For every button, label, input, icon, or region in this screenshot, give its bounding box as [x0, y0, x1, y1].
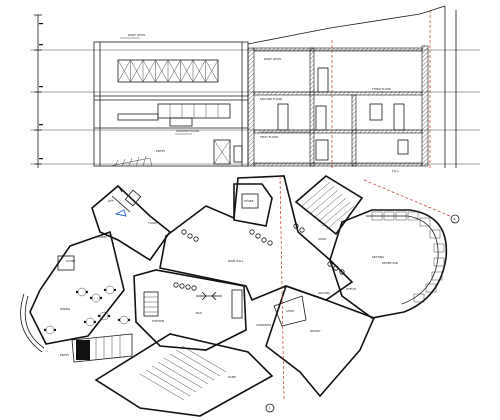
label-entry-section: ENTRY [156, 149, 165, 153]
label-fgl: F.G.L. [392, 169, 400, 173]
grid-markers: A B [265, 175, 460, 413]
label-lobby: LOBBY [98, 235, 107, 239]
right-curved-wing: SEATING RECEPTION OFFICE [329, 209, 448, 319]
grid-marker-a [265, 403, 275, 413]
label-ramp: RAMP [228, 375, 236, 379]
store-box: STORE [233, 183, 273, 227]
label-kitchen: KITCHEN [152, 319, 164, 323]
label-floor-2: SECOND FLOOR [260, 97, 282, 101]
bar-stools [173, 282, 197, 291]
label-floor-3: THIRD FLOOR [371, 87, 391, 91]
ground-entrance: ENTRY [109, 139, 243, 167]
svg-text:GROUND FLOOR: GROUND FLOOR [176, 129, 199, 133]
label-dining: DINING [60, 307, 70, 311]
label-lift: LIFT [108, 199, 114, 203]
label-roof: ROOF LEVEL [264, 57, 282, 61]
label-reception: RECEPTION [382, 261, 398, 265]
label-pantry: PANTRY [310, 329, 321, 333]
label-store-top: STORE [244, 199, 254, 203]
staircase: STAIR [294, 175, 364, 241]
left-wing: LIFT LOBBY TOILET [91, 184, 172, 262]
label-bar: BAR [196, 311, 202, 315]
central-block: KITCHEN BAR [133, 269, 247, 351]
section-annotations: ROOF LEVEL GROUND FLOOR [120, 33, 199, 135]
svg-text:B: B [454, 217, 456, 221]
label-stair: STAIR [318, 237, 326, 241]
label-main-hall: MAIN HALL [228, 259, 244, 263]
building-section: ENTRY ROOF LEVEL THIRD FLOOR SECOND FLOO… [30, 5, 480, 173]
dining-tables [45, 285, 129, 335]
floor-plan: LIFT LOBBY TOILET STORE DINING [20, 175, 460, 417]
hall-seating-row [181, 223, 345, 275]
bottom-ramp: RAMP [94, 333, 274, 417]
label-seating: SEATING [372, 255, 384, 259]
label-floor-1: FIRST FLOOR [260, 135, 278, 139]
grid-lines-section [331, 10, 431, 168]
label-toilet: TOILET [147, 221, 158, 225]
left-level-markers [34, 14, 43, 168]
label-store-left: STORE [66, 259, 76, 263]
upper-windows [117, 59, 219, 83]
lower-right-rooms: SHOP PANTRY CORRIDOR WAITING [256, 284, 376, 398]
blue-marker [114, 209, 127, 217]
label-entry-plan: ENTRY [60, 353, 69, 357]
dining-area-left: STORE DINING [20, 230, 133, 363]
label-waiting: WAITING [318, 291, 330, 295]
roof-slope [247, 5, 446, 45]
grid-marker-b [450, 214, 460, 224]
svg-text:ROOF LEVEL: ROOF LEVEL [128, 33, 146, 37]
label-corridor: CORRIDOR [256, 323, 271, 327]
svg-text:A: A [269, 406, 271, 410]
middle-windows [117, 103, 231, 127]
right-section-cut: ROOF LEVEL THIRD FLOOR SECOND FLOOR FIRS… [247, 45, 429, 173]
label-shop: SHOP [286, 309, 294, 313]
label-office: OFFICE [346, 287, 356, 291]
